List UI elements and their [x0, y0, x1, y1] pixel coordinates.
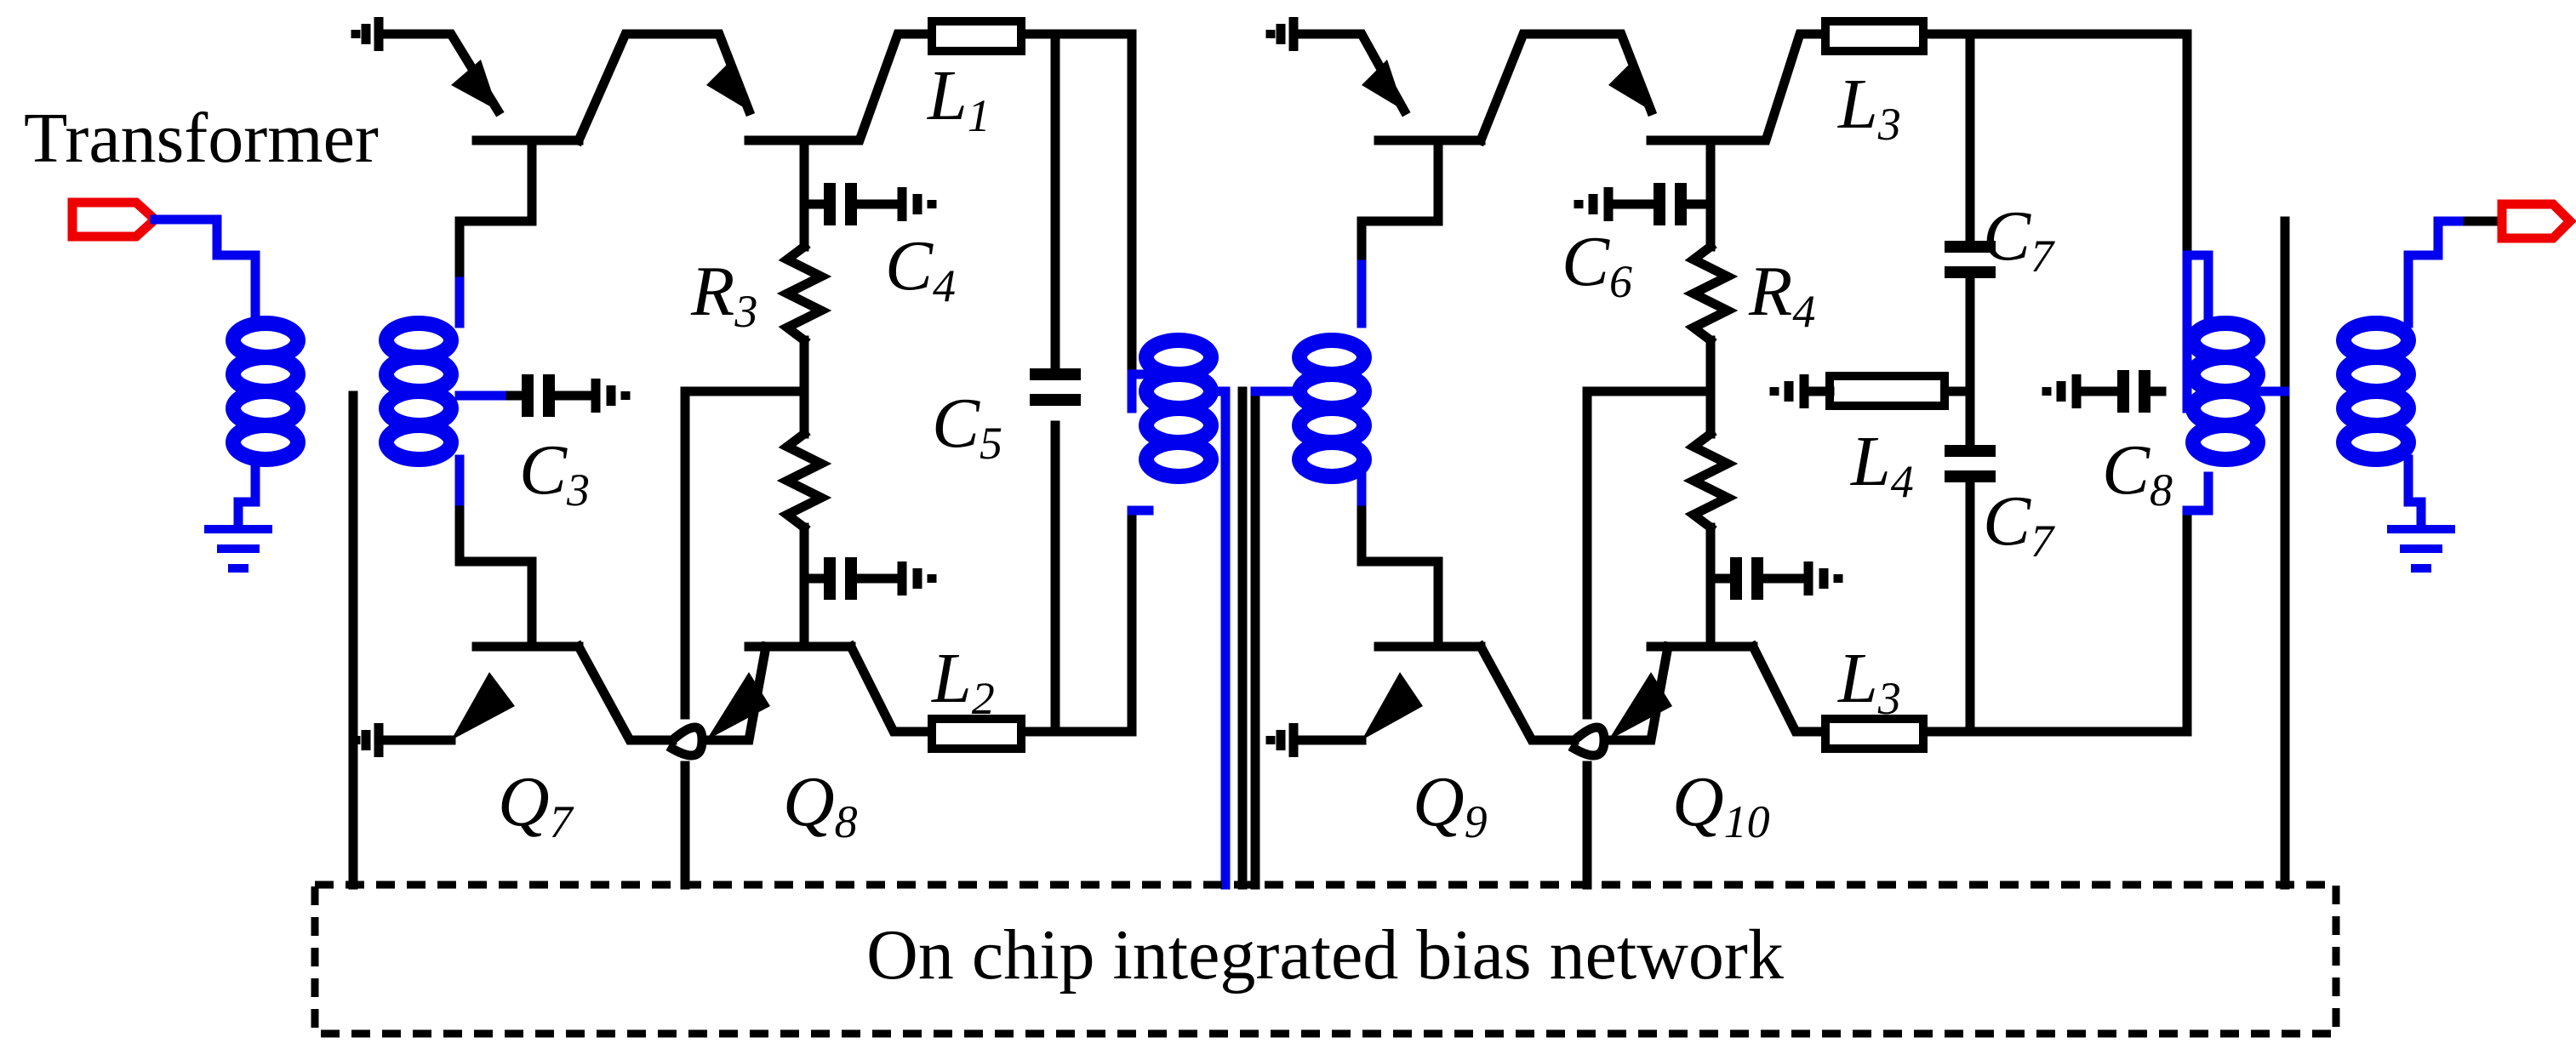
input-transformer-primary	[150, 214, 306, 573]
label-R3: R3	[690, 252, 757, 337]
capacitor-icon	[1945, 445, 1996, 482]
inductor-icon	[1821, 17, 1928, 55]
capacitor-icon	[824, 183, 937, 225]
ground-icon	[2387, 525, 2455, 573]
transformer-coil-icon	[2185, 316, 2265, 467]
stage-1-wiring	[348, 29, 1137, 890]
q7-transistor	[451, 60, 515, 740]
q9-transistor	[1362, 60, 1423, 740]
q8-transistor	[706, 60, 770, 740]
ground-icon	[351, 17, 384, 51]
label-C6: C6	[1562, 222, 1632, 307]
label-C5: C5	[932, 384, 1002, 469]
transformer-coil-icon	[226, 316, 306, 467]
label-Q9: Q9	[1413, 762, 1488, 847]
capacitor-icon	[1574, 183, 1687, 225]
capacitor-icon	[824, 557, 937, 600]
capacitor-icon	[522, 374, 631, 417]
label-Q7: Q7	[498, 762, 574, 847]
bias-network-label: On chip integrated bias network	[866, 915, 1784, 995]
label-C8: C8	[2102, 430, 2173, 516]
transformer-coil-icon	[2336, 316, 2416, 467]
ground-icon	[351, 723, 384, 757]
label-L2: L2	[931, 639, 995, 724]
label-Q8: Q8	[783, 762, 858, 847]
q10-transistor	[1608, 60, 1672, 740]
label-L3-top: L3	[1837, 65, 1901, 150]
output-port-icon	[2497, 199, 2576, 243]
capacitor-icon	[1030, 368, 1081, 406]
ground-icon	[204, 510, 272, 573]
bias-network-box: On chip integrated bias network	[311, 881, 2340, 1038]
transformer-label: Transformer	[24, 99, 379, 178]
inductor-icon	[928, 17, 1025, 55]
label-C4: C4	[885, 226, 956, 311]
ground-icon	[1265, 723, 1299, 757]
interstage-transformer	[1127, 250, 1372, 890]
transformer-coil-icon	[1292, 333, 1372, 484]
resistor-icon	[776, 427, 832, 534]
output-transformer	[2182, 216, 2507, 573]
resistor-icon	[1682, 240, 1739, 347]
ground-icon	[1265, 17, 1299, 51]
inductor-icon	[1769, 372, 1949, 410]
capacitor-icon	[1945, 241, 1996, 278]
label-C7-upper: C7	[1983, 197, 2055, 282]
input-port-icon	[67, 197, 163, 242]
capacitor-icon	[2042, 370, 2167, 413]
inductor-icon	[1821, 715, 1928, 753]
resistor-icon	[1682, 427, 1739, 534]
transformer-coil-icon	[1139, 333, 1219, 484]
label-L1: L1	[927, 56, 991, 141]
resistor-icon	[776, 240, 832, 347]
label-L3-bottom: L3	[1837, 639, 1901, 724]
label-Q10: Q10	[1672, 762, 1770, 847]
label-C7-lower: C7	[1983, 482, 2055, 567]
transformer-coil-icon	[379, 316, 459, 467]
label-C3: C3	[519, 430, 590, 516]
inductor-icon	[928, 715, 1025, 753]
input-transformer-secondary	[379, 267, 516, 516]
label-L4: L4	[1850, 422, 1914, 507]
capacitor-icon	[1730, 557, 1843, 600]
label-R4: R4	[1748, 252, 1815, 337]
